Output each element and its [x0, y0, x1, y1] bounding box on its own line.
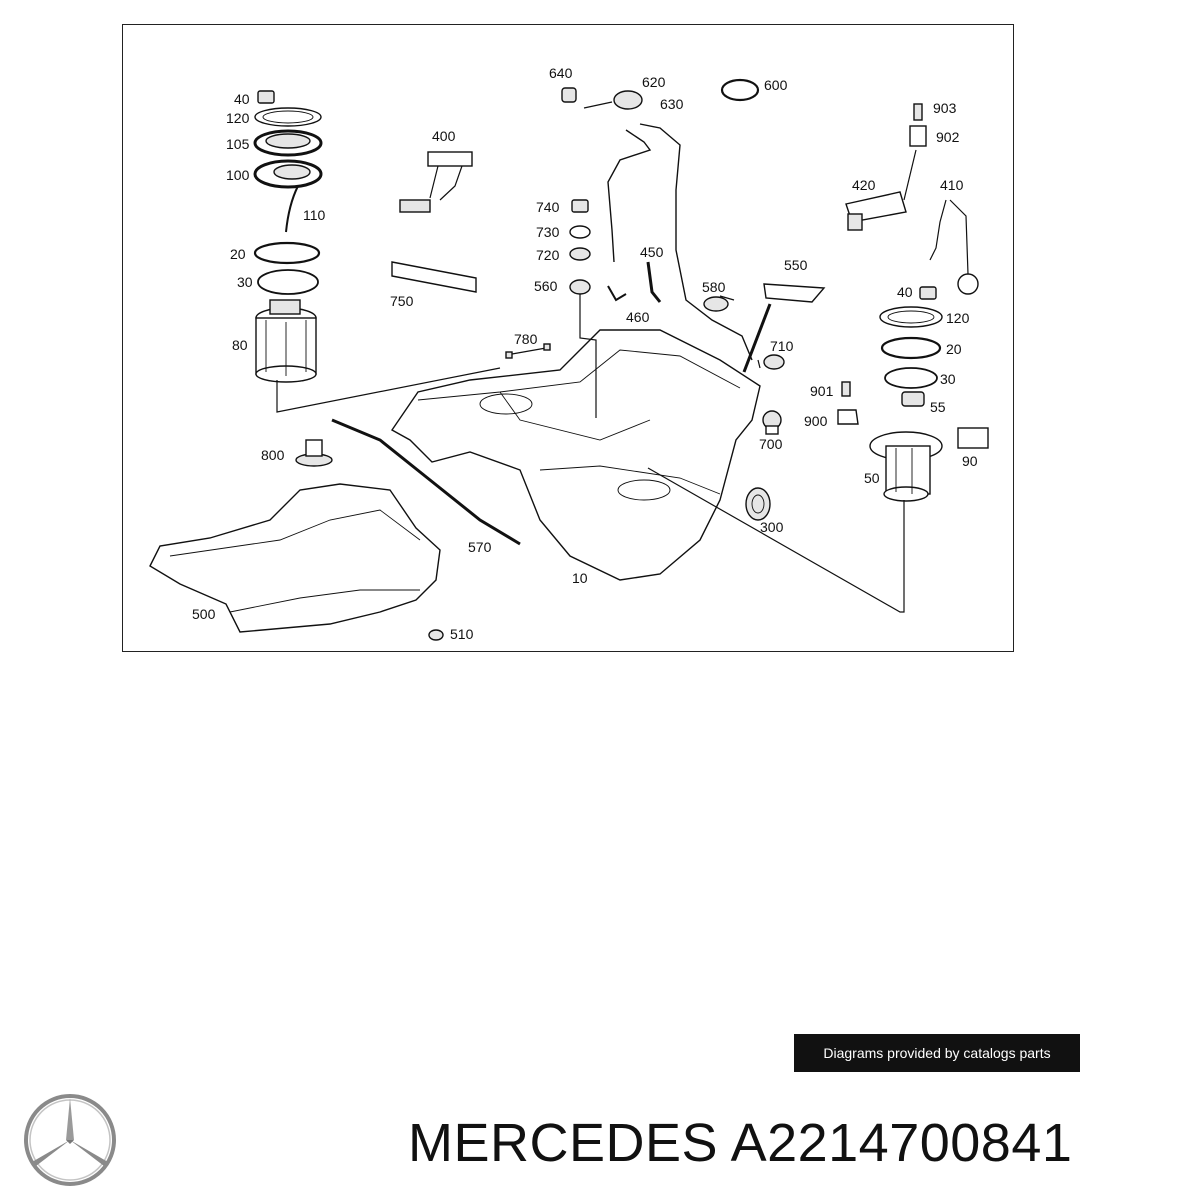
clip-90 [957, 427, 989, 449]
ring-600 [720, 78, 760, 102]
washer-730 [569, 225, 591, 239]
label-30-left: 30 [237, 274, 253, 290]
label-510: 510 [450, 626, 474, 642]
pump-50 [869, 431, 943, 502]
label-300: 300 [760, 519, 784, 535]
label-600: 600 [764, 77, 788, 93]
clip-510 [428, 629, 444, 641]
washer-740 [571, 199, 589, 213]
hose-450 [646, 261, 662, 303]
label-120-left: 120 [226, 110, 250, 126]
label-420: 420 [852, 177, 876, 193]
ring-20-right [880, 336, 942, 360]
grommet-700 [762, 410, 782, 435]
label-10: 10 [572, 570, 588, 586]
cap-300 [745, 487, 771, 521]
label-800: 800 [261, 447, 285, 463]
connector-902 [909, 125, 927, 147]
label-120-right: 120 [946, 310, 970, 326]
label-640: 640 [549, 65, 573, 81]
pad-750 [391, 261, 477, 293]
cap-55 [901, 391, 925, 407]
valve-900 [837, 409, 859, 425]
label-410: 410 [940, 177, 964, 193]
sensor-410 [929, 199, 979, 295]
label-900: 900 [804, 413, 828, 429]
label-20-right: 20 [946, 341, 962, 357]
label-903: 903 [933, 100, 957, 116]
label-570: 570 [468, 539, 492, 555]
label-750: 750 [390, 293, 414, 309]
pad-550 [763, 283, 826, 303]
gasket-570 [331, 418, 521, 546]
label-20-left: 20 [230, 246, 246, 262]
cap-640 [561, 87, 577, 103]
cap-620 [583, 90, 643, 110]
nut-40-left [257, 90, 275, 104]
label-560: 560 [534, 278, 558, 294]
label-110: 110 [303, 207, 326, 223]
fastener-800 [295, 439, 333, 467]
connector-903 [913, 103, 923, 121]
ring-120-left [254, 107, 322, 127]
strap-780 [505, 343, 551, 359]
level-sender-400 [399, 151, 473, 213]
ring-120-right [879, 306, 943, 328]
seal-105-left [253, 129, 323, 157]
washer-720 [569, 247, 591, 261]
ring-30-right [884, 367, 938, 389]
label-460: 460 [626, 309, 650, 325]
wire-110 [285, 185, 299, 233]
valve-901 [841, 381, 851, 397]
label-400: 400 [432, 128, 456, 144]
bushing-560 [569, 279, 591, 295]
label-700: 700 [759, 436, 783, 452]
leader-lines [276, 294, 905, 613]
part-labels: 40 120 105 100 110 20 30 80 400 750 640 … [192, 65, 978, 642]
nut-40-right [919, 286, 937, 300]
label-55: 55 [930, 399, 946, 415]
grommet-710 [763, 354, 785, 370]
label-730: 730 [536, 224, 560, 240]
heat-shield-500 [149, 483, 441, 633]
label-40-right: 40 [897, 284, 913, 300]
arrow-550 [742, 303, 772, 373]
fuel-tank-10 [390, 329, 761, 581]
label-580: 580 [702, 279, 726, 295]
label-105-left: 105 [226, 136, 250, 152]
part-title: MERCEDES A2214700841 [408, 1113, 1073, 1173]
label-710: 710 [770, 338, 794, 354]
grommet-580 [703, 296, 729, 312]
sensor-420 [845, 149, 917, 231]
label-550: 550 [784, 257, 808, 273]
label-620: 620 [642, 74, 666, 90]
label-100-left: 100 [226, 167, 250, 183]
label-901: 901 [810, 383, 834, 399]
label-80: 80 [232, 337, 248, 353]
mercedes-star-icon [24, 1094, 116, 1186]
label-740: 740 [536, 199, 560, 215]
ring-30-left [257, 269, 319, 295]
pump-80 [255, 299, 317, 383]
label-500: 500 [192, 606, 216, 622]
label-30-right: 30 [940, 371, 956, 387]
label-90: 90 [962, 453, 978, 469]
label-450: 450 [640, 244, 664, 260]
catalog-watermark: Diagrams provided by catalogs parts [794, 1034, 1080, 1072]
ring-20-left [253, 241, 321, 265]
cap-100-left [253, 159, 323, 189]
label-40-left: 40 [234, 91, 250, 107]
clip-460 [607, 285, 627, 302]
label-902: 902 [936, 129, 960, 145]
label-780: 780 [514, 331, 538, 347]
label-50: 50 [864, 470, 880, 486]
label-720: 720 [536, 247, 560, 263]
label-630: 630 [660, 96, 684, 112]
